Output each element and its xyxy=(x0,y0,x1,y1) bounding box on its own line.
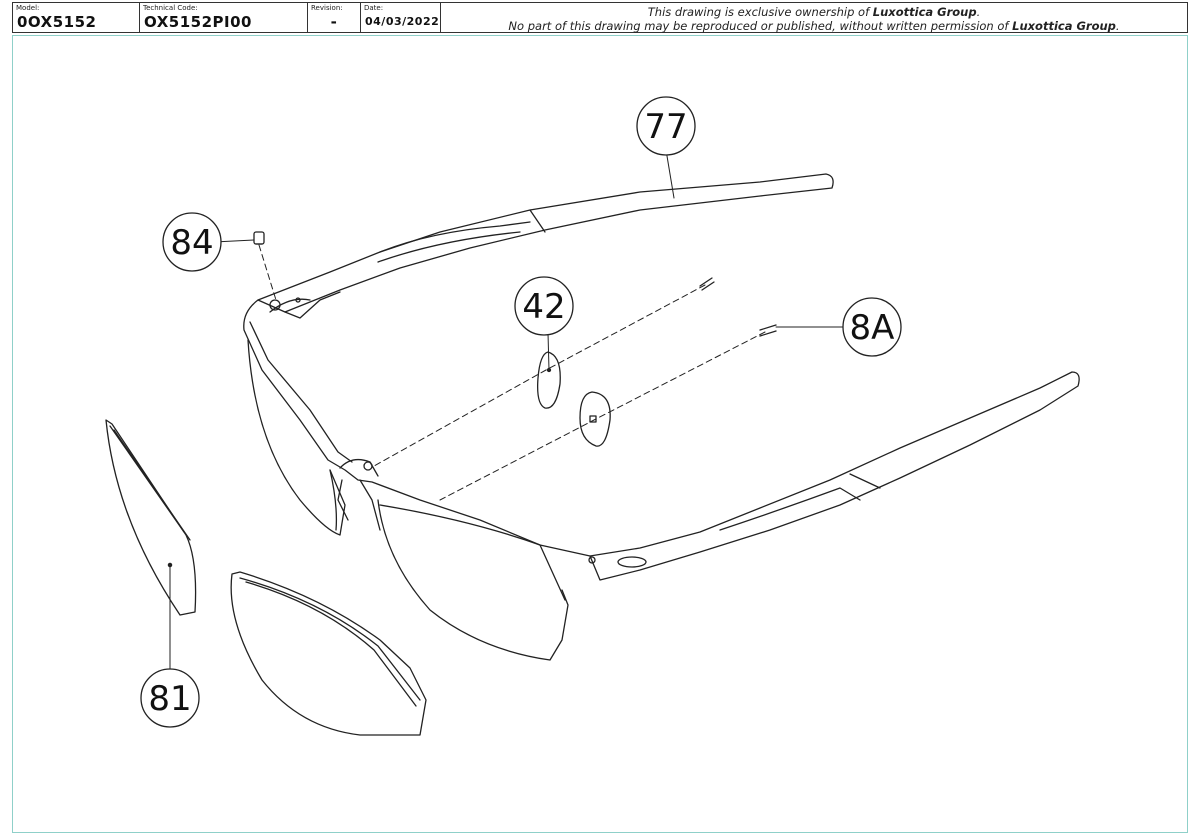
technical-code-label: Technical Code: xyxy=(143,4,198,12)
date-cell: Date: 04/03/2022 xyxy=(361,3,441,32)
callout-81-label: 81 xyxy=(148,679,191,719)
bridge xyxy=(337,458,379,521)
callout-77-label: 77 xyxy=(644,107,687,147)
callout-42: 42 xyxy=(514,276,574,336)
callout-84: 84 xyxy=(162,212,222,272)
back-temple-arm xyxy=(257,173,834,313)
callout-42-label: 42 xyxy=(522,287,565,327)
ownership-notice: This drawing is exclusive ownership of L… xyxy=(441,3,1187,33)
notice-line-1-owner: Luxottica Group xyxy=(872,5,977,19)
pad-screw-parts xyxy=(699,277,777,337)
callout-8a-label: 8A xyxy=(850,308,895,348)
model-value: 0OX5152 xyxy=(17,13,97,31)
spare-lens-large xyxy=(230,571,427,736)
front-temple-arm xyxy=(588,371,1080,581)
hinge-screw-part xyxy=(253,231,265,245)
drawing-border xyxy=(12,35,1188,833)
callout-81: 81 xyxy=(140,668,200,728)
date-label: Date: xyxy=(364,4,384,12)
frame-front xyxy=(243,291,591,557)
leader-lines xyxy=(169,149,847,671)
date-value: 04/03/2022 xyxy=(365,15,440,28)
callout-84-label: 84 xyxy=(170,223,213,263)
assembly-lines xyxy=(258,244,766,501)
model-label: Model: xyxy=(16,4,40,12)
notice-line-2-end: . xyxy=(1115,19,1120,33)
title-block: Model: 0OX5152 Technical Code: OX5152PI0… xyxy=(12,2,1188,33)
notice-line-2-owner: Luxottica Group xyxy=(1012,19,1116,33)
technical-code-value: OX5152PI00 xyxy=(144,13,252,31)
model-cell: Model: 0OX5152 xyxy=(13,3,140,32)
notice-line-1-text: This drawing is exclusive ownership of xyxy=(647,5,873,19)
left-lens-mounted xyxy=(247,339,346,536)
revision-cell: Revision: - xyxy=(308,3,361,32)
callout-8a: 8A xyxy=(842,297,902,357)
spare-lens-small xyxy=(105,419,197,616)
revision-value: - xyxy=(330,13,338,31)
notice-line-2-text: No part of this drawing may be reproduce… xyxy=(508,19,1013,33)
revision-label: Revision: xyxy=(311,4,343,12)
notice-line-1-end: . xyxy=(976,5,981,19)
right-lens-mounted xyxy=(377,499,569,661)
notice-line-1: This drawing is exclusive ownership of L… xyxy=(441,5,1187,19)
notice-line-2: No part of this drawing may be reproduce… xyxy=(441,19,1187,33)
technical-code-cell: Technical Code: OX5152PI00 xyxy=(140,3,308,32)
callout-77: 77 xyxy=(636,96,696,156)
